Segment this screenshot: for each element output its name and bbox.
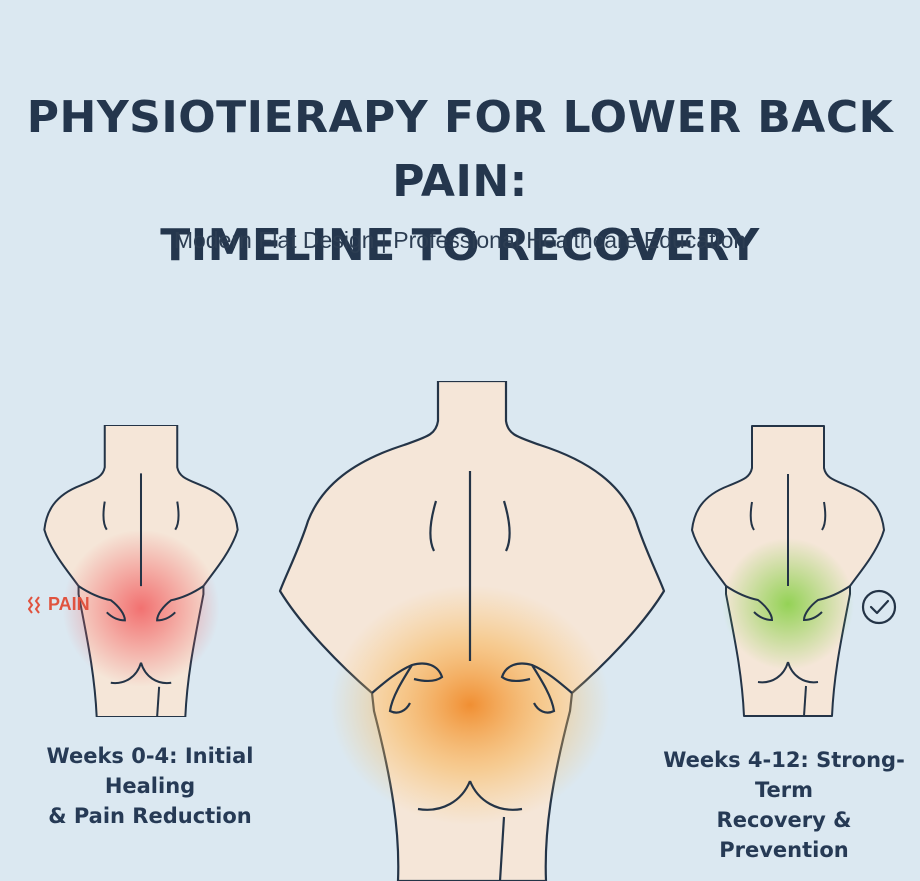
checkmark-icon [861,589,897,625]
caption-right-line-1: Weeks 4-12: Strong-Term [663,748,905,802]
pain-highlight-left [62,529,220,687]
page-subtitle: Modern Flat Design | Professional Health… [173,227,747,253]
title-line-2: TIMELINE TO RECOVERY [160,220,760,271]
page-title: PHYSIOTIERAPY FOR LOWER BACK PAIN: TIMEL… [0,86,920,278]
caption-right: Weeks 4-12: Strong-Term Recovery & Preve… [650,745,918,865]
title-line-1: PHYSIOTIERAPY FOR LOWER BACK PAIN: [26,92,894,207]
back-figure-left [43,425,239,717]
back-figure-center [278,381,666,881]
pain-marker: PAIN [28,594,90,615]
caption-left: Weeks 0-4: Initial Healing & Pain Reduct… [10,741,290,831]
pain-waves-icon [28,595,41,614]
pain-label: PAIN [48,594,90,614]
caption-left-line-1: Weeks 0-4: Initial Healing [46,744,254,798]
recovery-highlight-right [722,538,854,670]
caption-right-line-2: Recovery & Prevention [716,808,852,862]
caption-left-line-2: & Pain Reduction [48,804,252,828]
back-figure-right [691,425,885,717]
pain-highlight-center [330,585,610,825]
